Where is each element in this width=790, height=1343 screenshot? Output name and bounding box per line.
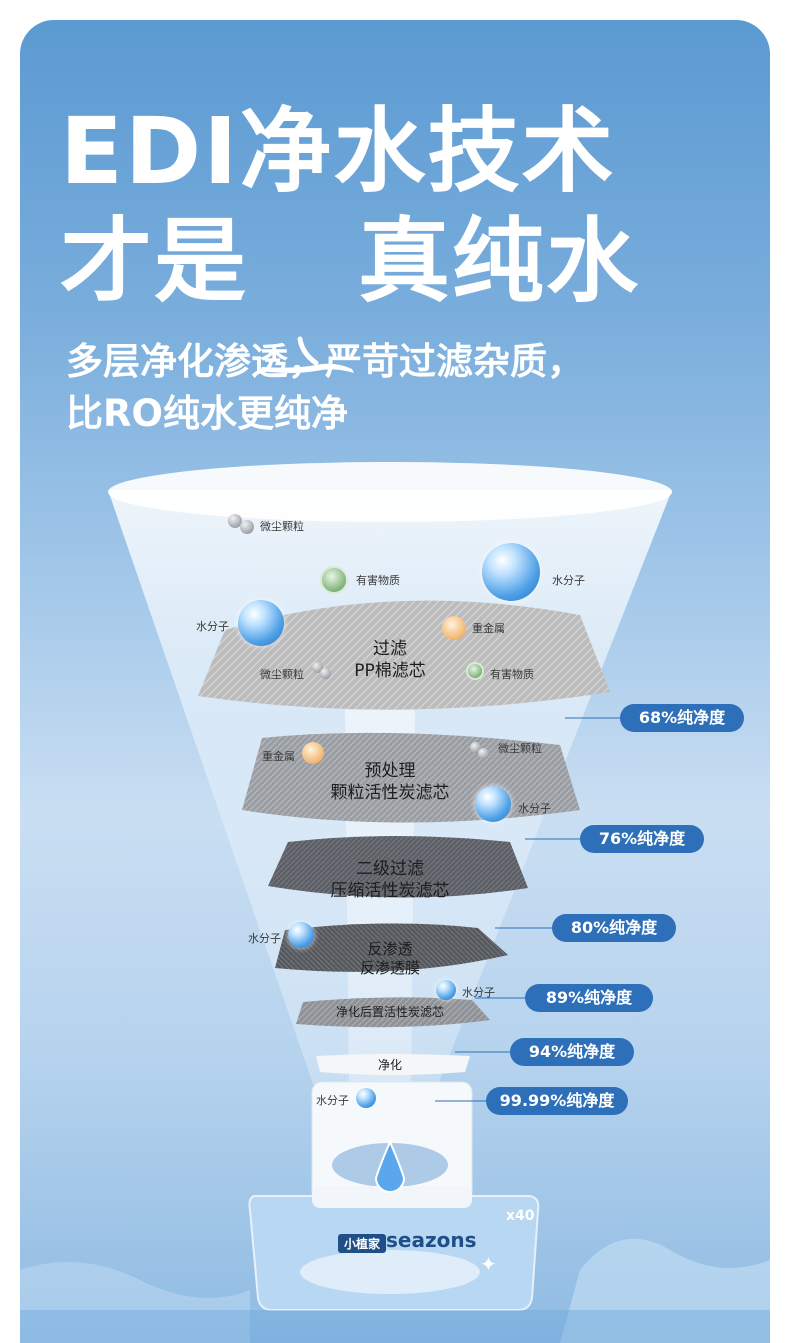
headline-line-2: 才是真纯水 [60, 212, 640, 373]
water-molecule-icon [288, 922, 314, 948]
water-molecule-icon [475, 786, 511, 822]
pack-count: x40 [506, 1208, 535, 1224]
purity-badge-89: 89%纯净度 [525, 984, 653, 1012]
layer-pp-cotton [198, 600, 610, 710]
water-molecule-icon [356, 1088, 376, 1108]
tag-water-2: 水分子 [196, 620, 229, 633]
harmful-substance-icon [320, 566, 348, 594]
heavy-metal-icon [442, 616, 466, 640]
water-drop [374, 1139, 406, 1193]
tag-water-1: 水分子 [552, 574, 585, 587]
layer-post-carbon [296, 997, 490, 1028]
layer-4-label: 反渗透 反渗透膜 [340, 940, 440, 978]
dust-particle-icon [478, 748, 489, 759]
heavy-metal-icon [302, 742, 324, 764]
layer-1-label-2: PP棉滤芯 [354, 661, 426, 681]
tag-water-6: 水分子 [316, 1094, 349, 1107]
tag-harmful-2: 有害物质 [490, 668, 534, 681]
headline-left: 才是 [60, 208, 249, 315]
layer-2-label-2: 颗粒活性炭滤芯 [330, 783, 450, 803]
layer-3-label-1: 二级过滤 [356, 859, 424, 879]
tag-dust-1: 微尘颗粒 [260, 520, 304, 533]
headline-right: 真纯水 [358, 208, 641, 315]
water-molecule-icon [436, 980, 456, 1000]
water-molecule-icon [238, 600, 284, 646]
filter-funnel [20, 462, 770, 1343]
tag-harmful-1: 有害物质 [356, 574, 400, 587]
purity-badge-68: 68%纯净度 [620, 704, 744, 732]
layer-2-label-1: 预处理 [364, 761, 416, 781]
purity-badge-80: 80%纯净度 [552, 914, 676, 942]
layer-6-label: 净化 [377, 1058, 402, 1072]
layer-compressed-carbon [268, 836, 528, 898]
layer-2-label: 预处理 颗粒活性炭滤芯 [310, 760, 470, 804]
pack-brand-cn: 小植家 [338, 1234, 387, 1253]
tag-metal-2: 重金属 [262, 750, 295, 763]
tag-dust-2: 微尘颗粒 [260, 668, 304, 681]
layer-ro-membrane [275, 923, 508, 972]
tag-dust-3: 微尘颗粒 [498, 742, 542, 755]
tag-metal-1: 重金属 [472, 622, 505, 635]
dust-particle-icon [320, 668, 331, 679]
subtitle-line-2: 比RO纯水更纯净 [66, 392, 348, 435]
tag-water-4: 水分子 [248, 932, 281, 945]
layer-purify [316, 1054, 470, 1075]
layer-1-label-1: 过滤 [373, 639, 407, 659]
headline-line-1: EDI净水技术 [60, 98, 616, 205]
dust-particle-icon [312, 662, 323, 673]
layer-5-label: 净化后置活性炭滤芯 [335, 1005, 444, 1019]
layer-4-label-2: 反渗透膜 [359, 959, 420, 977]
pack-brand-en: seazons [386, 1228, 477, 1252]
subtitle-line-1: 多层净化渗透，严苛过滤杂质， [66, 340, 584, 383]
water-molecule-icon [482, 543, 540, 601]
layer-3-label: 二级过滤 压缩活性炭滤芯 [310, 858, 470, 902]
funnel-rim [108, 462, 672, 522]
purity-badge-9999: 99.99%纯净度 [486, 1087, 628, 1115]
purity-badge-76: 76%纯净度 [580, 825, 704, 853]
layer-3-label-2: 压缩活性炭滤芯 [330, 881, 450, 901]
layer-1-label: 过滤 PP棉滤芯 [340, 638, 440, 682]
sparkle-icon: ✦ [480, 1252, 497, 1276]
tag-water-3: 水分子 [518, 802, 551, 815]
layer-4-label-1: 反渗透 [367, 940, 413, 958]
dust-particle-icon [240, 520, 254, 534]
dust-particle-icon [228, 514, 242, 528]
dust-particle-icon [470, 742, 481, 753]
tag-water-5: 水分子 [462, 986, 495, 999]
poster-card: EDI净水技术 才是真纯水 多层净化渗透，严苛过滤杂质， 比RO纯水更纯净 微尘… [20, 20, 770, 1343]
purity-badge-94: 94%纯净度 [510, 1038, 634, 1066]
harmful-substance-icon [466, 662, 484, 680]
